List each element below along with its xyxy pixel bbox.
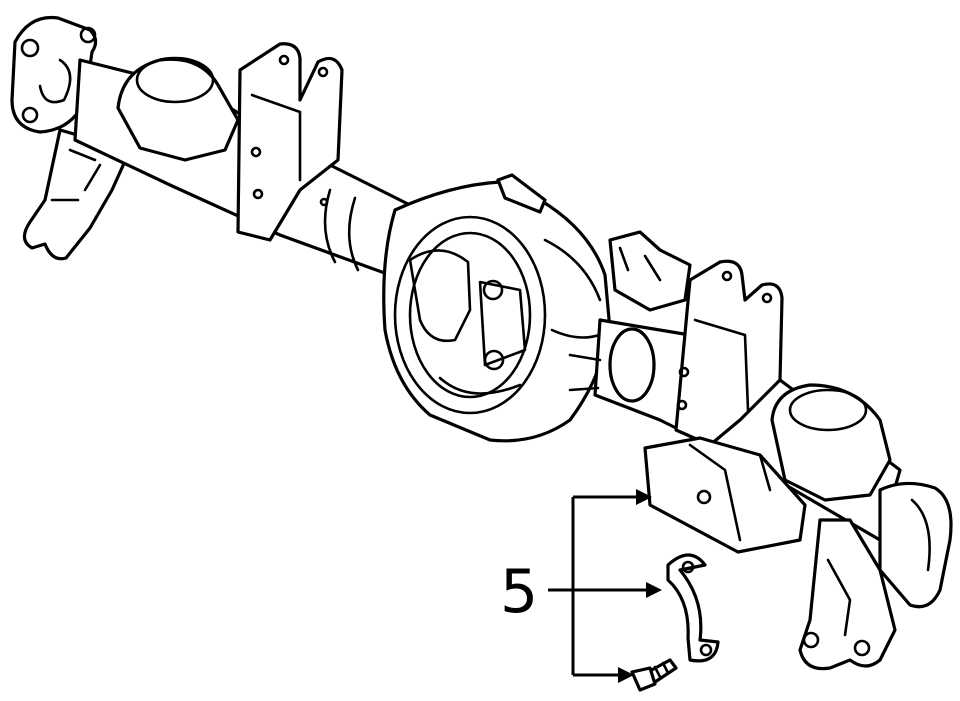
callout-leader: [548, 489, 662, 683]
arrow-head-bottom: [618, 667, 634, 683]
arrow-head-middle: [646, 582, 662, 598]
right-axle-end: [568, 230, 953, 671]
left-axle-end: [10, 15, 412, 277]
clamp-strap: [666, 553, 720, 663]
bolt: [630, 658, 678, 692]
right-flange: [878, 481, 953, 609]
differential-housing: [382, 173, 612, 443]
right-spring-pad: [770, 383, 892, 502]
callout-number: 5: [500, 557, 538, 627]
left-spring-pad: [116, 57, 240, 162]
arrow-head-top: [636, 489, 652, 505]
left-mount-bracket: [236, 42, 344, 242]
left-lower-bracket: [22, 128, 132, 261]
right-mount-bracket: [674, 259, 784, 447]
spring-bracket: [643, 436, 807, 554]
